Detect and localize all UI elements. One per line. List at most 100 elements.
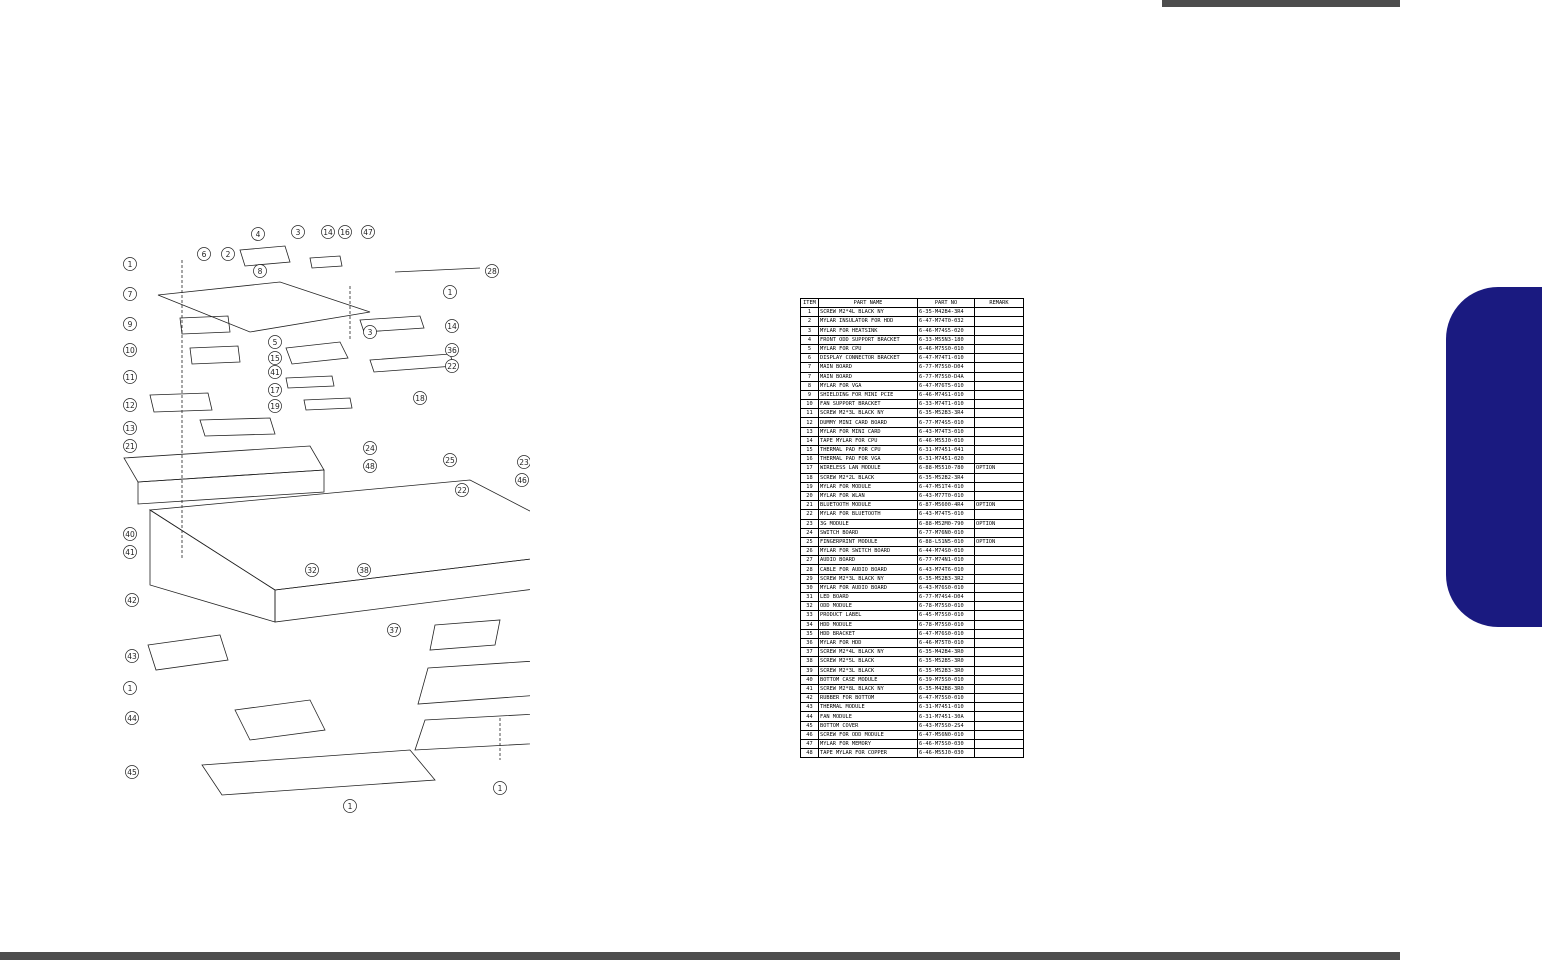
part-no-cell: 6-45-M75S0-010 bbox=[917, 610, 975, 621]
callout-number: 17 bbox=[270, 386, 280, 395]
part-no-cell: 6-77-M74N1-010 bbox=[917, 555, 975, 566]
part-name-cell: THERMAL PAD FOR VGA bbox=[818, 454, 918, 465]
module-part bbox=[285, 341, 349, 365]
callout-bubble bbox=[363, 325, 377, 339]
item-cell: 41 bbox=[800, 683, 819, 695]
part-name-cell: THERMAL MODULE bbox=[818, 702, 918, 713]
column-header-part-no: PART NO bbox=[917, 297, 975, 309]
item-cell: 29 bbox=[800, 573, 819, 584]
item-cell: 34 bbox=[800, 619, 819, 630]
callout-bubble bbox=[268, 365, 282, 379]
callout-number: 18 bbox=[415, 394, 425, 403]
column-header-part-name: PART NAME bbox=[818, 297, 918, 309]
item-cell: 13 bbox=[800, 426, 819, 437]
part-no-cell: 6-77-M75S0-D04 bbox=[917, 362, 975, 373]
callout-bubble bbox=[445, 319, 459, 333]
part-name-cell: DISPLAY CONNECTOR BRACKET bbox=[818, 353, 918, 364]
table-header-row: ITEM PART NAME PART NO REMARK bbox=[800, 297, 1024, 309]
bottom-cover-part bbox=[201, 749, 436, 796]
callout-bubble bbox=[443, 285, 457, 299]
callout-bubble bbox=[253, 264, 267, 278]
item-cell: 44 bbox=[800, 711, 819, 722]
callout-number: 9 bbox=[128, 320, 133, 329]
part-no-cell: 6-35-M52B3-3R2 bbox=[917, 573, 975, 584]
callout-bubble bbox=[515, 473, 529, 487]
remark-cell: OPTION bbox=[974, 463, 1024, 474]
callout-bubble bbox=[387, 623, 401, 637]
remark-cell bbox=[974, 601, 1024, 612]
callout-number: 24 bbox=[365, 444, 375, 453]
remark-cell bbox=[974, 490, 1024, 502]
thermal-pad-part bbox=[285, 375, 335, 389]
callout-number: 2 bbox=[226, 250, 231, 259]
part-name-cell: DUMMY MINI CARD BOARD bbox=[818, 417, 918, 428]
part-no-cell: 6-35-M42B4-3R4 bbox=[917, 307, 975, 318]
callout-bubble bbox=[123, 257, 137, 271]
part-no-cell: 6-43-M77T0-010 bbox=[917, 490, 975, 502]
callout-bubble bbox=[125, 765, 139, 779]
remark-cell bbox=[974, 637, 1024, 649]
item-cell: 20 bbox=[800, 490, 819, 502]
part-name-cell: FINGERPRINT MODULE bbox=[818, 536, 918, 548]
part-no-cell: 6-43-M75S0-2S4 bbox=[917, 720, 975, 731]
callout-number: 32 bbox=[307, 566, 317, 575]
callout-number: 16 bbox=[340, 228, 350, 237]
item-cell: 18 bbox=[800, 472, 819, 483]
part-name-cell: HDD BRACKET bbox=[818, 628, 918, 639]
remark-cell bbox=[974, 555, 1024, 566]
part-name-cell: MYLAR FOR MODULE bbox=[818, 481, 918, 492]
part-no-cell: 6-35-M42B8-3R0 bbox=[917, 683, 975, 695]
remark-cell bbox=[974, 573, 1024, 584]
callout-bubble bbox=[123, 317, 137, 331]
part-no-cell: 6-88-M5510-780 bbox=[917, 463, 975, 474]
part-no-cell: 6-43-M76S0-010 bbox=[917, 582, 975, 594]
part-name-cell: MYLAR FOR AUDIO BOARD bbox=[818, 582, 918, 594]
callout-number: 45 bbox=[127, 768, 137, 777]
item-cell: 6 bbox=[800, 353, 819, 364]
item-cell: 16 bbox=[800, 454, 819, 465]
callout-number: 38 bbox=[359, 566, 369, 575]
callout-number: 10 bbox=[125, 346, 135, 355]
callout-bubble bbox=[455, 483, 469, 497]
part-no-cell: 6-31-M7451-010 bbox=[917, 702, 975, 713]
remark-cell bbox=[974, 417, 1024, 428]
part-no-cell: 6-47-M76S0-010 bbox=[917, 628, 975, 639]
callout-bubble bbox=[485, 264, 499, 278]
callout-bubble bbox=[338, 225, 352, 239]
callout-bubble bbox=[343, 799, 357, 813]
bottom-case-part bbox=[274, 558, 530, 623]
remark-cell bbox=[974, 316, 1024, 327]
item-cell: 40 bbox=[800, 674, 819, 685]
remark-cell bbox=[974, 591, 1024, 603]
callout-bubble bbox=[517, 455, 530, 469]
item-cell: 32 bbox=[800, 601, 819, 612]
part-name-cell: FAN SUPPORT BRACKET bbox=[818, 399, 918, 410]
part-no-cell: 6-46-M55J0-030 bbox=[917, 748, 975, 759]
part-name-cell: MYLAR FOR BLUETOOTH bbox=[818, 509, 918, 520]
callout-number: 14 bbox=[323, 228, 333, 237]
part-no-cell: 6-77-M75S0-D4A bbox=[917, 371, 975, 382]
item-cell: 7 bbox=[800, 371, 819, 382]
fan-part bbox=[234, 699, 326, 741]
item-cell: 46 bbox=[800, 729, 819, 741]
remark-cell bbox=[974, 582, 1024, 594]
column-header-item: ITEM bbox=[800, 297, 819, 309]
mylar-part bbox=[369, 353, 455, 373]
item-cell: 45 bbox=[800, 720, 819, 731]
part-name-cell: SCREW M2*3L BLACK NY bbox=[818, 408, 918, 419]
callout-bubble bbox=[123, 527, 137, 541]
bottom-case-part bbox=[149, 509, 276, 623]
item-cell: 21 bbox=[800, 500, 819, 511]
